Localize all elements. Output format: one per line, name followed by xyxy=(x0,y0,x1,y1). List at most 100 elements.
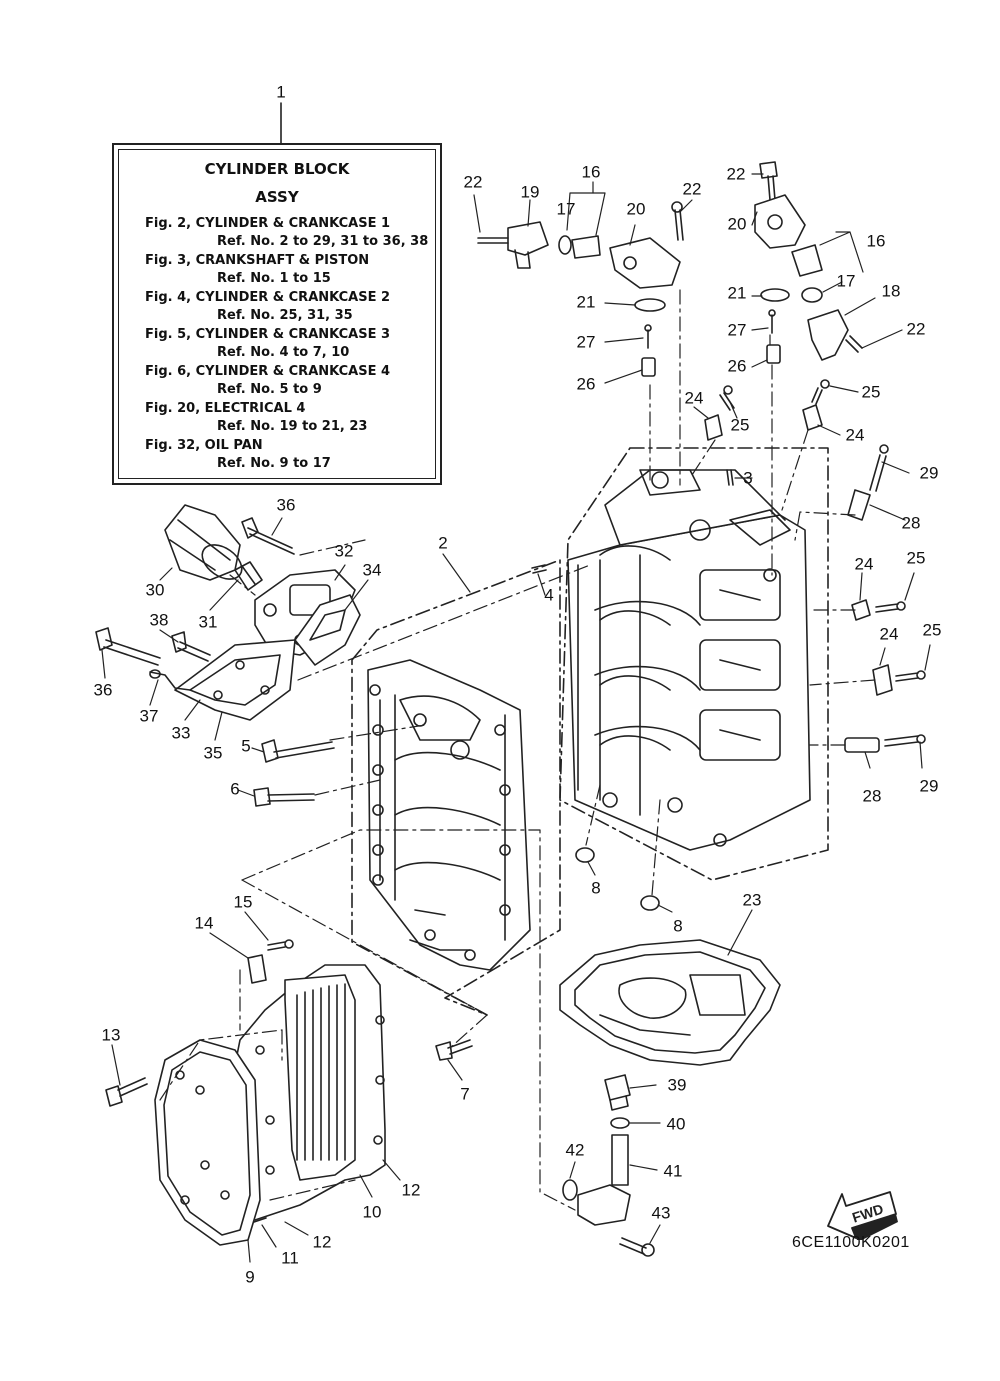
gasket-21-left xyxy=(634,298,666,312)
part-label-31[interactable]: 31 xyxy=(198,612,218,632)
part-label-43[interactable]: 43 xyxy=(651,1203,671,1223)
part-label-24[interactable]: 24 xyxy=(854,554,874,574)
part-label-28[interactable]: 28 xyxy=(901,513,921,533)
part-label-18[interactable]: 18 xyxy=(881,281,901,301)
bolt-15 xyxy=(267,939,294,951)
collar-28-lower xyxy=(844,737,880,753)
part-label-39[interactable]: 39 xyxy=(667,1075,687,1095)
part-label-6[interactable]: 6 xyxy=(230,779,240,799)
part-label-25[interactable]: 25 xyxy=(906,548,926,568)
nut-24-lower xyxy=(872,664,893,696)
pin-4 xyxy=(531,564,547,574)
o-ring-40 xyxy=(610,1117,630,1129)
part-label-36[interactable]: 36 xyxy=(93,680,113,700)
oil-filter-30 xyxy=(164,504,243,581)
bolt-25-upper-right xyxy=(811,379,830,405)
part-label-24[interactable]: 24 xyxy=(879,624,899,644)
part-label-27[interactable]: 27 xyxy=(576,332,596,352)
part-label-42[interactable]: 42 xyxy=(565,1140,585,1160)
part-label-26[interactable]: 26 xyxy=(576,374,596,394)
part-label-13[interactable]: 13 xyxy=(101,1025,121,1045)
part-label-25[interactable]: 25 xyxy=(861,382,881,402)
bolt-22-top xyxy=(759,161,778,201)
box-subtitle: ASSY xyxy=(255,188,299,206)
part-label-20[interactable]: 20 xyxy=(727,214,747,234)
part-label-28[interactable]: 28 xyxy=(862,786,882,806)
part-label-8[interactable]: 8 xyxy=(591,878,601,898)
part-label-11[interactable]: 11 xyxy=(281,1248,299,1268)
part-label-17[interactable]: 17 xyxy=(556,199,576,219)
oil-strainer-41 xyxy=(577,1134,631,1226)
part-label-25[interactable]: 25 xyxy=(922,620,942,640)
part-label-30[interactable]: 30 xyxy=(145,580,165,600)
box-title: CYLINDER BLOCK xyxy=(204,160,350,178)
part-label-40[interactable]: 40 xyxy=(666,1114,686,1134)
part-label-16[interactable]: 16 xyxy=(866,231,886,251)
o-ring-8-right xyxy=(640,895,660,911)
part-label-23[interactable]: 23 xyxy=(742,890,762,910)
part-label-14[interactable]: 14 xyxy=(194,913,214,933)
part-label-24[interactable]: 24 xyxy=(684,388,704,408)
part-label-35[interactable]: 35 xyxy=(203,743,223,763)
part-label-41[interactable]: 41 xyxy=(663,1161,683,1181)
crankcase-phantom-outline xyxy=(559,447,829,881)
part-label-20[interactable]: 20 xyxy=(626,199,646,219)
part-label-33[interactable]: 33 xyxy=(171,723,191,743)
cover-20-right xyxy=(754,194,806,249)
part-label-22[interactable]: 22 xyxy=(682,179,702,199)
part-label-15[interactable]: 15 xyxy=(233,892,253,912)
bolt-25-lower xyxy=(895,670,926,682)
part-label-29[interactable]: 29 xyxy=(919,776,939,796)
ref-fig: Fig. 20, ELECTRICAL 4 xyxy=(145,401,306,416)
part-label-4[interactable]: 4 xyxy=(544,585,554,605)
thermo-switch-19 xyxy=(507,221,549,269)
part-label-21[interactable]: 21 xyxy=(576,292,596,312)
collar-28-upper xyxy=(847,489,871,521)
bolt-25-mid xyxy=(875,601,906,613)
alignment-lines xyxy=(159,289,876,1211)
part-label-38[interactable]: 38 xyxy=(149,610,169,630)
part-label-32[interactable]: 32 xyxy=(334,541,354,561)
ref-no: Ref. No. 25, 31, 35 xyxy=(217,308,353,323)
plate-33-35 xyxy=(174,639,296,721)
cylinder-block-part xyxy=(367,659,531,971)
part-label-12[interactable]: 12 xyxy=(401,1180,421,1200)
part-label-22[interactable]: 22 xyxy=(726,164,746,184)
part-label-27[interactable]: 27 xyxy=(727,320,747,340)
part-label-21[interactable]: 21 xyxy=(727,283,747,303)
part-label-34[interactable]: 34 xyxy=(362,560,382,580)
nut-24-mid xyxy=(851,599,871,621)
part-label-2[interactable]: 2 xyxy=(438,533,448,553)
ref-no: Ref. No. 1 to 15 xyxy=(217,271,331,286)
washer-17-right xyxy=(801,287,823,303)
part-label-26[interactable]: 26 xyxy=(727,356,747,376)
part-label-19[interactable]: 19 xyxy=(520,182,540,202)
part-label-22[interactable]: 22 xyxy=(906,319,926,339)
exhaust-cover-parts xyxy=(154,964,386,1246)
ref-fig: Fig. 3, CRANKSHAFT & PISTON xyxy=(145,253,370,268)
part-label-16[interactable]: 16 xyxy=(581,162,601,182)
part-label-36[interactable]: 36 xyxy=(276,495,296,515)
bracket-14 xyxy=(247,954,267,984)
bolt-36-upper xyxy=(241,517,295,555)
part-label-5[interactable]: 5 xyxy=(241,736,251,756)
part-label-7[interactable]: 7 xyxy=(460,1084,470,1104)
thermostat-16-left xyxy=(571,235,601,259)
part-label-25[interactable]: 25 xyxy=(730,415,750,435)
ref-no: Ref. No. 2 to 29, 31 to 36, 38 xyxy=(217,234,429,249)
part-label-24[interactable]: 24 xyxy=(845,425,865,445)
part-label-1[interactable]: 1 xyxy=(276,82,286,102)
part-label-10[interactable]: 10 xyxy=(362,1202,382,1222)
bolt-25-upper-left xyxy=(719,385,735,411)
o-ring-8-left xyxy=(575,847,595,863)
pin-27-right xyxy=(768,309,776,334)
part-label-37[interactable]: 37 xyxy=(139,706,159,726)
part-label-12[interactable]: 12 xyxy=(312,1232,332,1252)
part-label-9[interactable]: 9 xyxy=(245,1267,255,1287)
part-label-22[interactable]: 22 xyxy=(463,172,483,192)
part-label-29[interactable]: 29 xyxy=(919,463,939,483)
part-label-3[interactable]: 3 xyxy=(743,468,753,488)
part-label-17[interactable]: 17 xyxy=(836,271,856,291)
bolt-22-mid xyxy=(671,201,684,241)
part-label-8[interactable]: 8 xyxy=(673,916,683,936)
